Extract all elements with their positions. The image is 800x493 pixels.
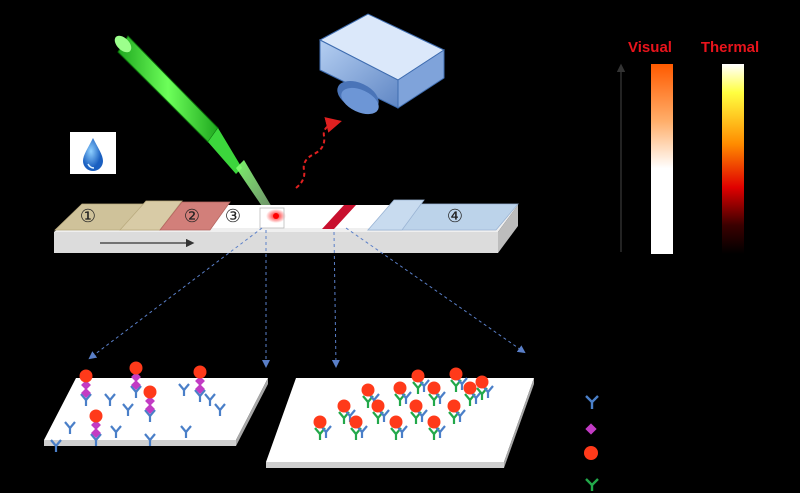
sample-droplet-icon <box>70 132 116 174</box>
nanoparticle-icon <box>463 381 477 395</box>
antigen-icon <box>131 372 141 382</box>
thermal-colorbar-title: Thermal <box>701 39 759 56</box>
lateral-flow-strip <box>54 199 519 253</box>
capture-antibody-icon <box>90 433 102 446</box>
zoom-arrows <box>88 227 526 368</box>
pad-label-3: ③ <box>225 206 241 226</box>
legend <box>584 395 599 491</box>
legend-nanoparticle-icon <box>584 446 598 460</box>
thermal-colorbar <box>722 64 744 254</box>
visual-colorbar-title: Visual <box>628 39 672 56</box>
visual-colorbar <box>651 64 673 254</box>
capture-antibody-icon <box>80 393 92 406</box>
capture-antibody-icon <box>470 391 482 404</box>
capture-antibody-icon <box>416 409 428 422</box>
capture-antibody-icon <box>400 391 412 404</box>
legend-antigen-icon <box>585 423 597 435</box>
capture-antibody-icon <box>434 425 446 438</box>
capture-antibody-icon <box>418 379 430 392</box>
capture-antibody-icon <box>456 377 468 390</box>
membrane-surface-left <box>44 378 268 440</box>
capture-antibody-icon <box>320 425 332 438</box>
capture-antibody-icon <box>180 425 192 438</box>
nanoparticle-icon <box>427 381 441 395</box>
laser-beam <box>236 160 276 218</box>
nanoparticle-icon <box>449 367 463 381</box>
capture-antibody-icon <box>214 403 226 416</box>
capture-antibody-icon <box>122 403 134 416</box>
nanoparticle-icon <box>411 369 425 383</box>
capture-antibody-icon <box>396 425 408 438</box>
nanoparticle-icon <box>349 415 363 429</box>
nanoparticle-icon <box>129 361 143 375</box>
capture-antibody-icon <box>144 433 156 446</box>
capture-antibody-icon <box>64 421 76 434</box>
nanoparticle-icon <box>89 409 103 423</box>
nanoparticle-icon <box>427 415 441 429</box>
capture-antibody-icon <box>50 439 62 452</box>
nanoparticle-icon <box>409 399 423 413</box>
pad-label-1: ① <box>80 206 96 226</box>
heat-emission-arrow <box>295 117 342 189</box>
antigen-icon <box>195 376 205 386</box>
capture-antibody-icon <box>204 393 216 406</box>
nanoparticle-icon <box>143 385 157 399</box>
nanoparticle-icon <box>79 369 93 383</box>
immunocomplex-molecules <box>50 361 494 452</box>
nanoparticle-icon <box>313 415 327 429</box>
antigen-icon <box>145 396 155 406</box>
nanoparticle-icon <box>389 415 403 429</box>
nanoparticle-icon <box>193 365 207 379</box>
antigen-icon <box>195 384 205 394</box>
thermal-camera-icon <box>318 13 446 115</box>
antigen-icon <box>131 380 141 390</box>
pad-label-2: ② <box>184 206 200 226</box>
nanoparticle-icon <box>371 399 385 413</box>
membrane-pad <box>196 205 404 228</box>
nanoparticle-icon <box>447 399 461 413</box>
capture-antibody-icon <box>130 385 142 398</box>
capture-antibody-icon <box>378 409 390 422</box>
nanoparticle-icon <box>393 381 407 395</box>
capture-antibody-icon <box>110 425 122 438</box>
nanoparticle-icon <box>475 375 489 389</box>
capture-antibody-icon <box>482 385 494 398</box>
capture-antibody-icon <box>178 383 190 396</box>
capture-antibody-icon <box>434 391 446 404</box>
pad-label-4: ④ <box>447 206 463 226</box>
conjugate-pad <box>159 201 231 231</box>
capture-antibody-icon <box>144 409 156 422</box>
capture-antibody-icon <box>356 425 368 438</box>
laser-pointer-icon <box>114 35 242 174</box>
nanoparticle-icon <box>337 399 351 413</box>
legend-capture-antibody-icon <box>585 395 599 409</box>
legend-secondary-antibody-icon <box>585 478 599 491</box>
antigen-icon <box>145 404 155 414</box>
capture-antibody-icon <box>194 389 206 402</box>
capture-antibody-icon <box>454 409 466 422</box>
capture-antibody-icon <box>104 393 116 406</box>
test-line <box>322 205 356 229</box>
nanoparticle-icon <box>361 383 375 397</box>
